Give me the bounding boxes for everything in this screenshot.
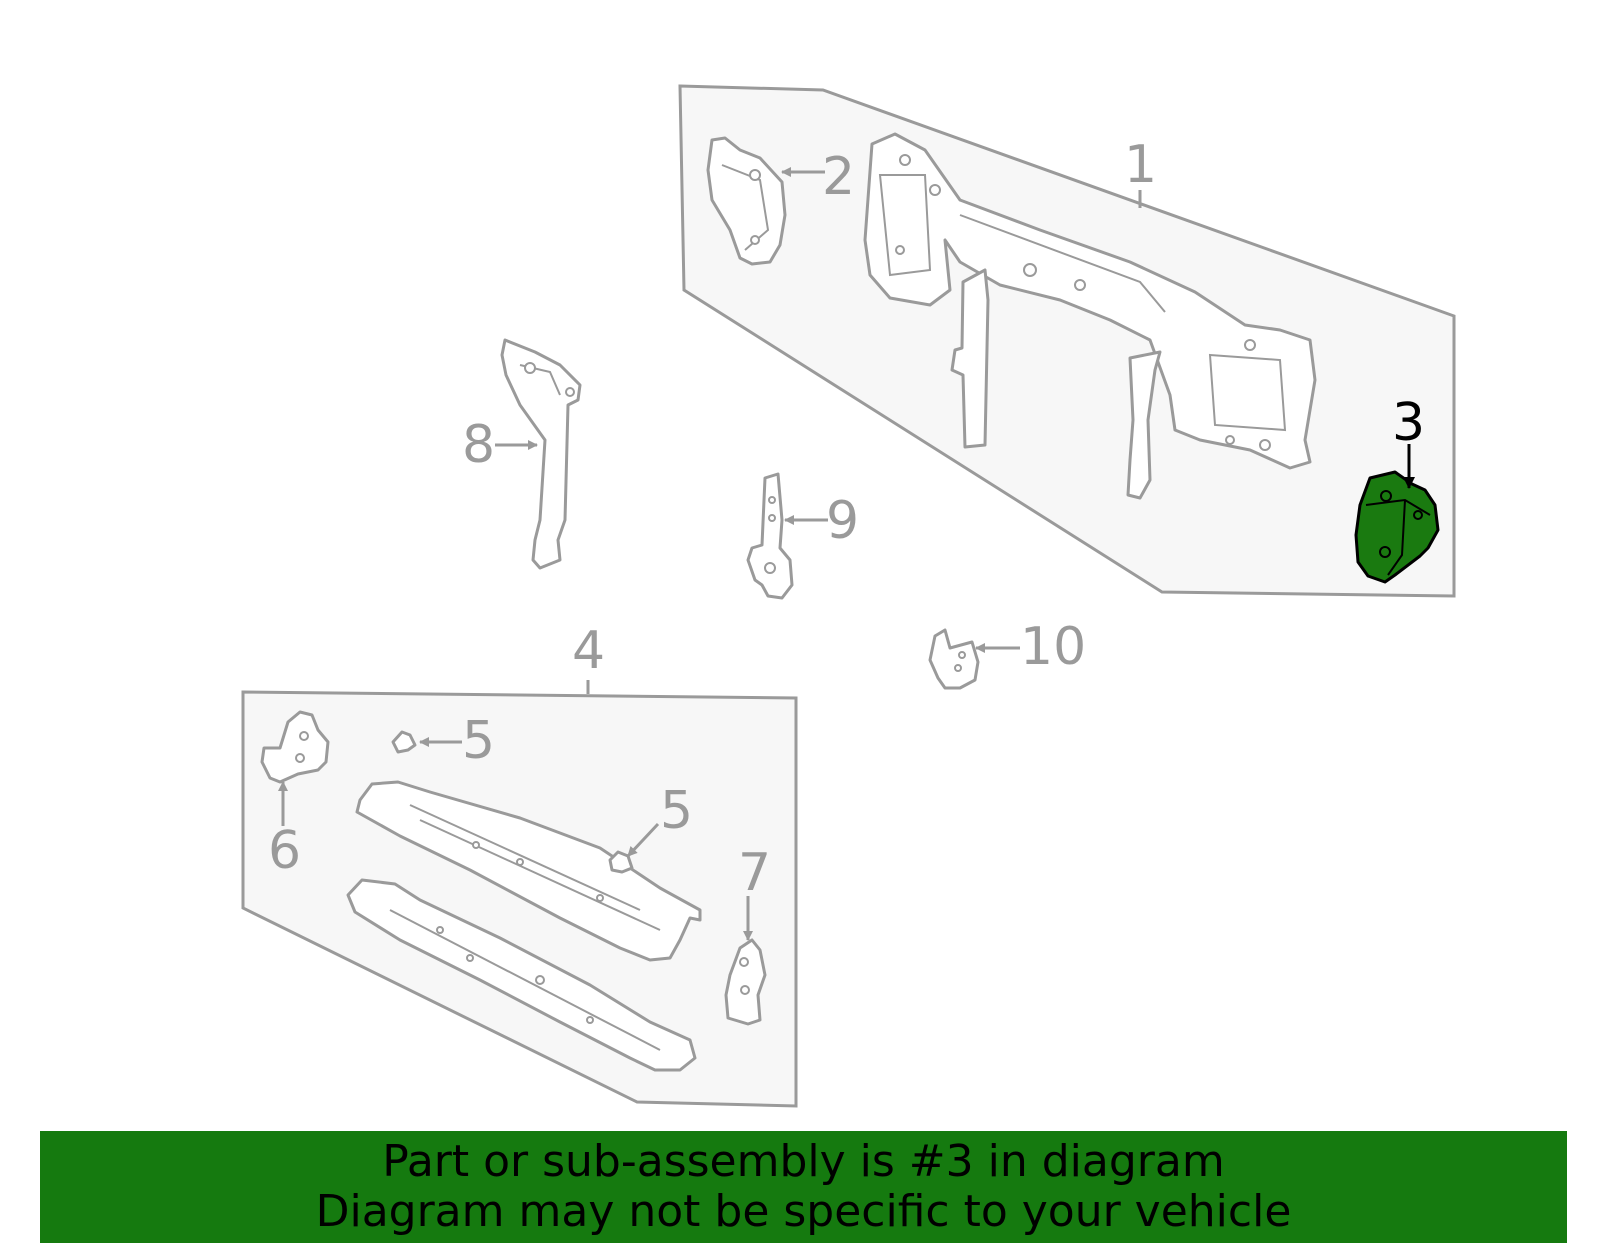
callout-8: 8 <box>462 415 495 475</box>
clip-part-5-lower <box>608 850 634 874</box>
lower-cross-bar <box>346 878 697 1072</box>
clip-part-5-upper <box>391 730 417 754</box>
bracket-part-2 <box>706 136 787 266</box>
bracket-part-7 <box>724 938 767 1026</box>
callout-5-lower: 5 <box>660 781 693 841</box>
bracket-part-10 <box>928 628 980 690</box>
callout-7: 7 <box>738 843 771 903</box>
bracket-part-9 <box>746 472 794 600</box>
callout-10: 10 <box>1020 617 1086 677</box>
callout-5-upper: 5 <box>462 711 495 771</box>
radiator-support-part-1 <box>863 132 1317 500</box>
callout-4: 4 <box>572 621 605 681</box>
support-part-8 <box>500 338 582 570</box>
banner-part-note: Part or sub-assembly is #3 in diagram <box>382 1136 1225 1187</box>
upper-cross-bar <box>355 780 702 962</box>
callout-1: 1 <box>1124 135 1157 195</box>
bracket-part-6 <box>260 710 330 784</box>
callout-6: 6 <box>268 821 301 881</box>
info-banner: Part or sub-assembly is #3 in diagram Di… <box>40 1131 1567 1243</box>
bracket-part-3-highlighted <box>1354 470 1440 584</box>
callout-2: 2 <box>822 147 855 207</box>
callout-3: 3 <box>1392 393 1425 453</box>
callout-9: 9 <box>826 491 859 551</box>
banner-disclaimer: Diagram may not be specific to your vehi… <box>315 1186 1292 1237</box>
